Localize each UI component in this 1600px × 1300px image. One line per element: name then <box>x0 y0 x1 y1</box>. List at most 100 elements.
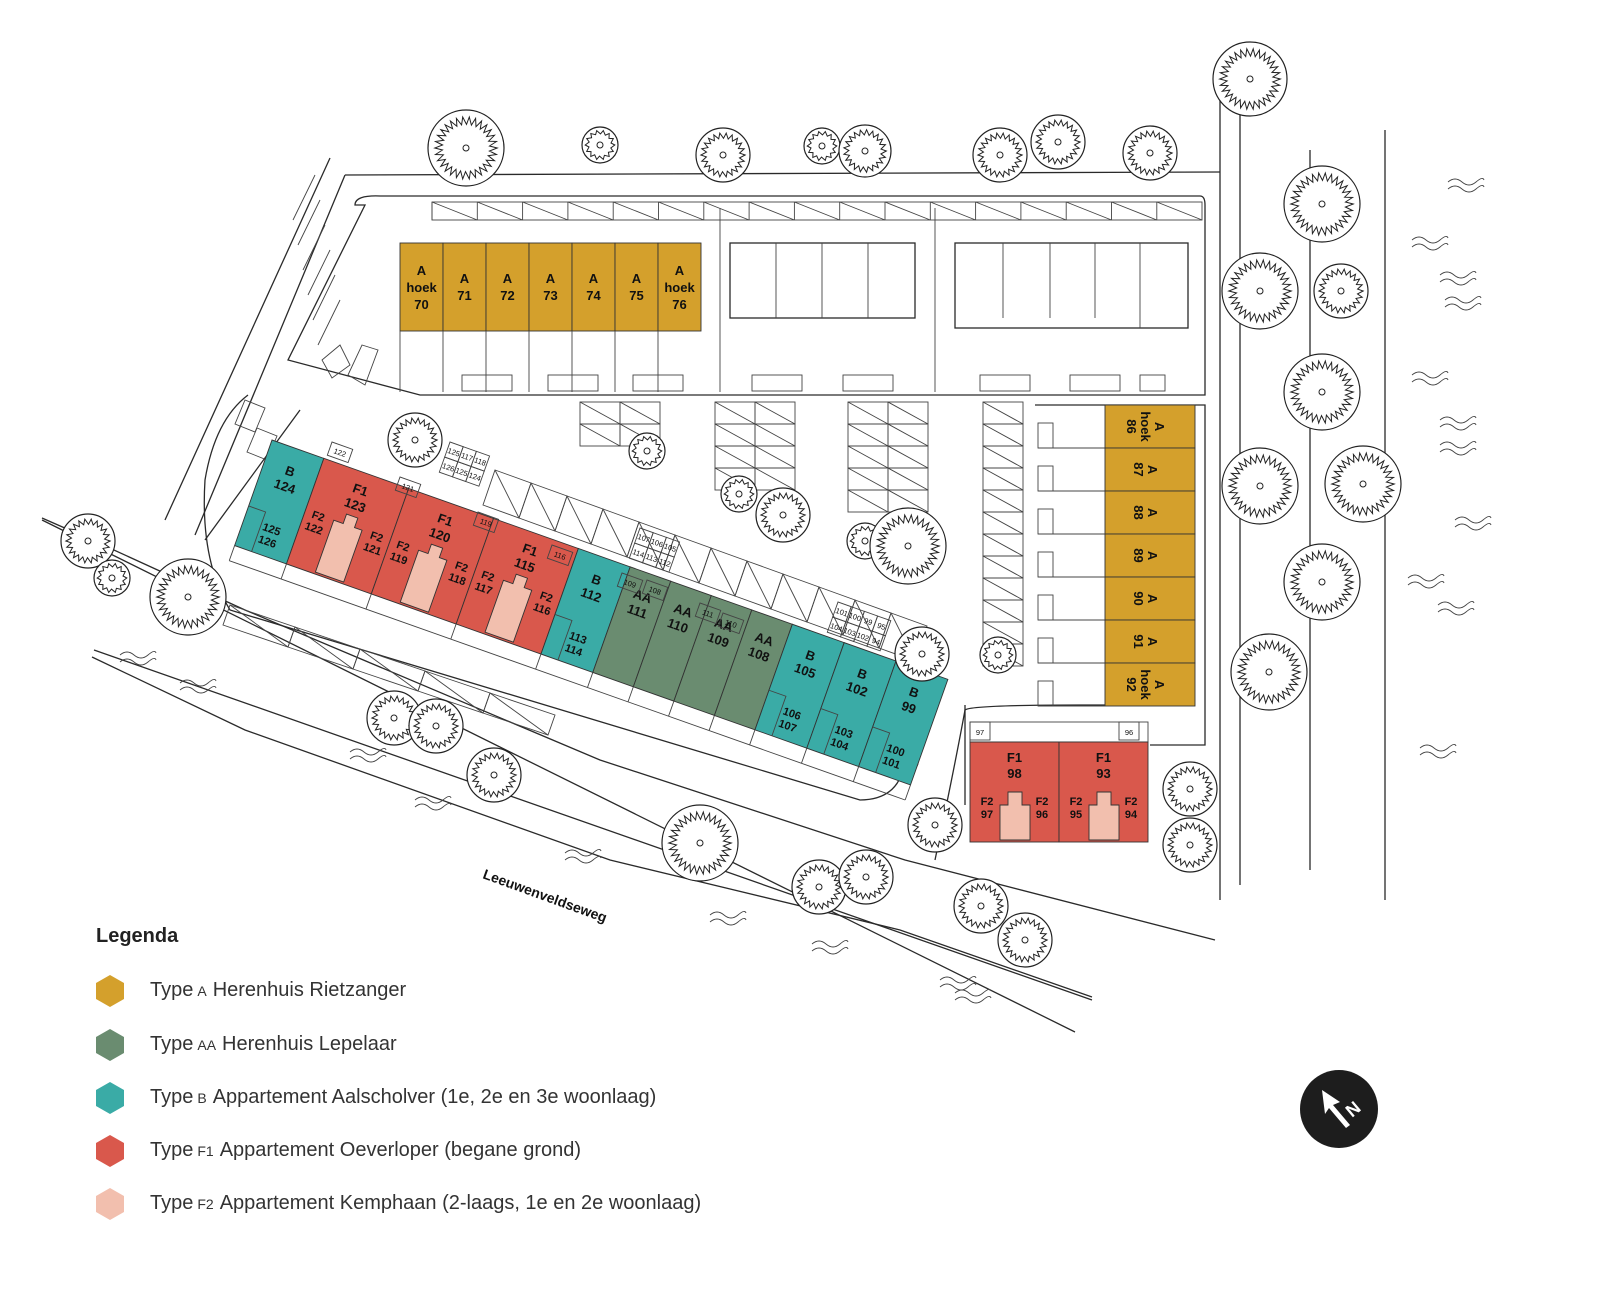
tree-canopy <box>957 882 1005 930</box>
unit-label: 107 <box>777 718 798 735</box>
parking-bay <box>818 586 844 636</box>
unit-label: 111 <box>625 601 649 622</box>
unit-label: 103 <box>842 626 857 639</box>
unit-label: F2 <box>453 560 469 576</box>
wave-line <box>954 988 992 997</box>
tree-trunk <box>643 447 651 455</box>
tree-trunk <box>432 722 440 730</box>
unit-label: 86 <box>1124 419 1139 433</box>
unit-label: 114 <box>631 547 645 559</box>
north-arrow-icon: N <box>1300 1070 1378 1148</box>
parking-bay <box>579 423 621 447</box>
shed <box>1037 465 1054 492</box>
unit-label: 94 <box>1125 809 1138 821</box>
tree-icon <box>979 636 1017 674</box>
storage-rect <box>326 441 354 464</box>
unit-label: 100 <box>848 611 863 624</box>
wave-icon <box>1439 270 1477 286</box>
tree-trunk <box>108 574 116 582</box>
storage-box: 116 <box>546 544 574 567</box>
wave-line <box>1407 580 1445 589</box>
house-block <box>1104 533 1196 578</box>
unit-label: F2 <box>1036 796 1049 808</box>
parking-bay <box>424 670 484 714</box>
unit-label: 100 <box>885 742 906 759</box>
unit-label: 75 <box>629 288 643 303</box>
unit-label: 87 <box>1131 462 1146 476</box>
f2-unit <box>1088 791 1120 841</box>
tree-icon <box>466 747 522 803</box>
unit-label-group: A87 <box>1131 462 1160 476</box>
tree-canopy <box>1236 639 1302 705</box>
wave-icon <box>811 939 849 955</box>
unit-label: 117 <box>473 580 494 597</box>
house-block <box>614 242 659 332</box>
wave-line <box>1439 277 1477 286</box>
parking-bay <box>982 621 1024 645</box>
unit-label: 110 <box>665 615 690 636</box>
wave-line <box>1447 184 1485 193</box>
tree-canopy <box>433 115 499 181</box>
tree-icon <box>1162 761 1218 817</box>
plot-line <box>627 686 634 703</box>
tree-icon <box>1212 41 1288 117</box>
parking-bay <box>982 533 1024 557</box>
unit-label: A <box>1145 594 1160 604</box>
unit-label: F2 <box>368 530 384 546</box>
tree-icon <box>869 507 947 585</box>
tree-icon <box>838 849 894 905</box>
tree-icon <box>695 127 751 183</box>
f2-unit <box>399 543 448 613</box>
unit-label: F2 <box>310 509 326 525</box>
unit-label: 93 <box>1096 766 1110 781</box>
tree-icon <box>1221 447 1299 525</box>
wave-line <box>1439 440 1477 449</box>
tree-trunk <box>1256 482 1264 490</box>
wave-icon <box>564 848 602 864</box>
parking-bay <box>229 604 289 648</box>
unit-label: 74 <box>586 288 601 303</box>
tree-icon <box>997 912 1053 968</box>
parking-bay <box>982 599 1024 623</box>
unit-label: A <box>632 271 642 286</box>
parking-bay <box>566 495 592 545</box>
parking-bay <box>884 201 931 221</box>
unit-label: 96 <box>1125 728 1133 737</box>
tree-trunk <box>462 144 470 152</box>
tree-trunk <box>735 490 743 498</box>
tree-trunk <box>1146 149 1154 157</box>
unit-label: A <box>546 271 556 286</box>
unit-label: F1 <box>436 510 455 529</box>
unit-label: F2 <box>981 796 994 808</box>
tree-icon <box>907 797 963 853</box>
wave-icon <box>179 678 217 694</box>
wave-line <box>119 650 157 659</box>
tree-icon <box>1283 353 1361 431</box>
house-unit: A90 <box>1037 576 1196 621</box>
unit-label: 70 <box>414 297 428 312</box>
parking-bay <box>477 201 523 221</box>
unit-label: 88 <box>1131 505 1146 519</box>
tree-icon <box>803 127 841 165</box>
tree-trunk <box>84 537 92 545</box>
tree-trunk <box>779 511 787 519</box>
wave-line <box>414 795 452 804</box>
tree-trunk <box>1318 578 1326 586</box>
unit-label: hoek <box>406 280 437 295</box>
parking-bay <box>297 199 321 246</box>
tree-trunk <box>977 902 985 910</box>
tree-icon <box>581 126 619 164</box>
storage-box: 122 <box>326 441 354 464</box>
unit-label: 126 <box>256 534 277 551</box>
house-block <box>1104 662 1196 707</box>
unit-label-group: A91 <box>1131 634 1160 648</box>
plot-line <box>587 672 594 688</box>
